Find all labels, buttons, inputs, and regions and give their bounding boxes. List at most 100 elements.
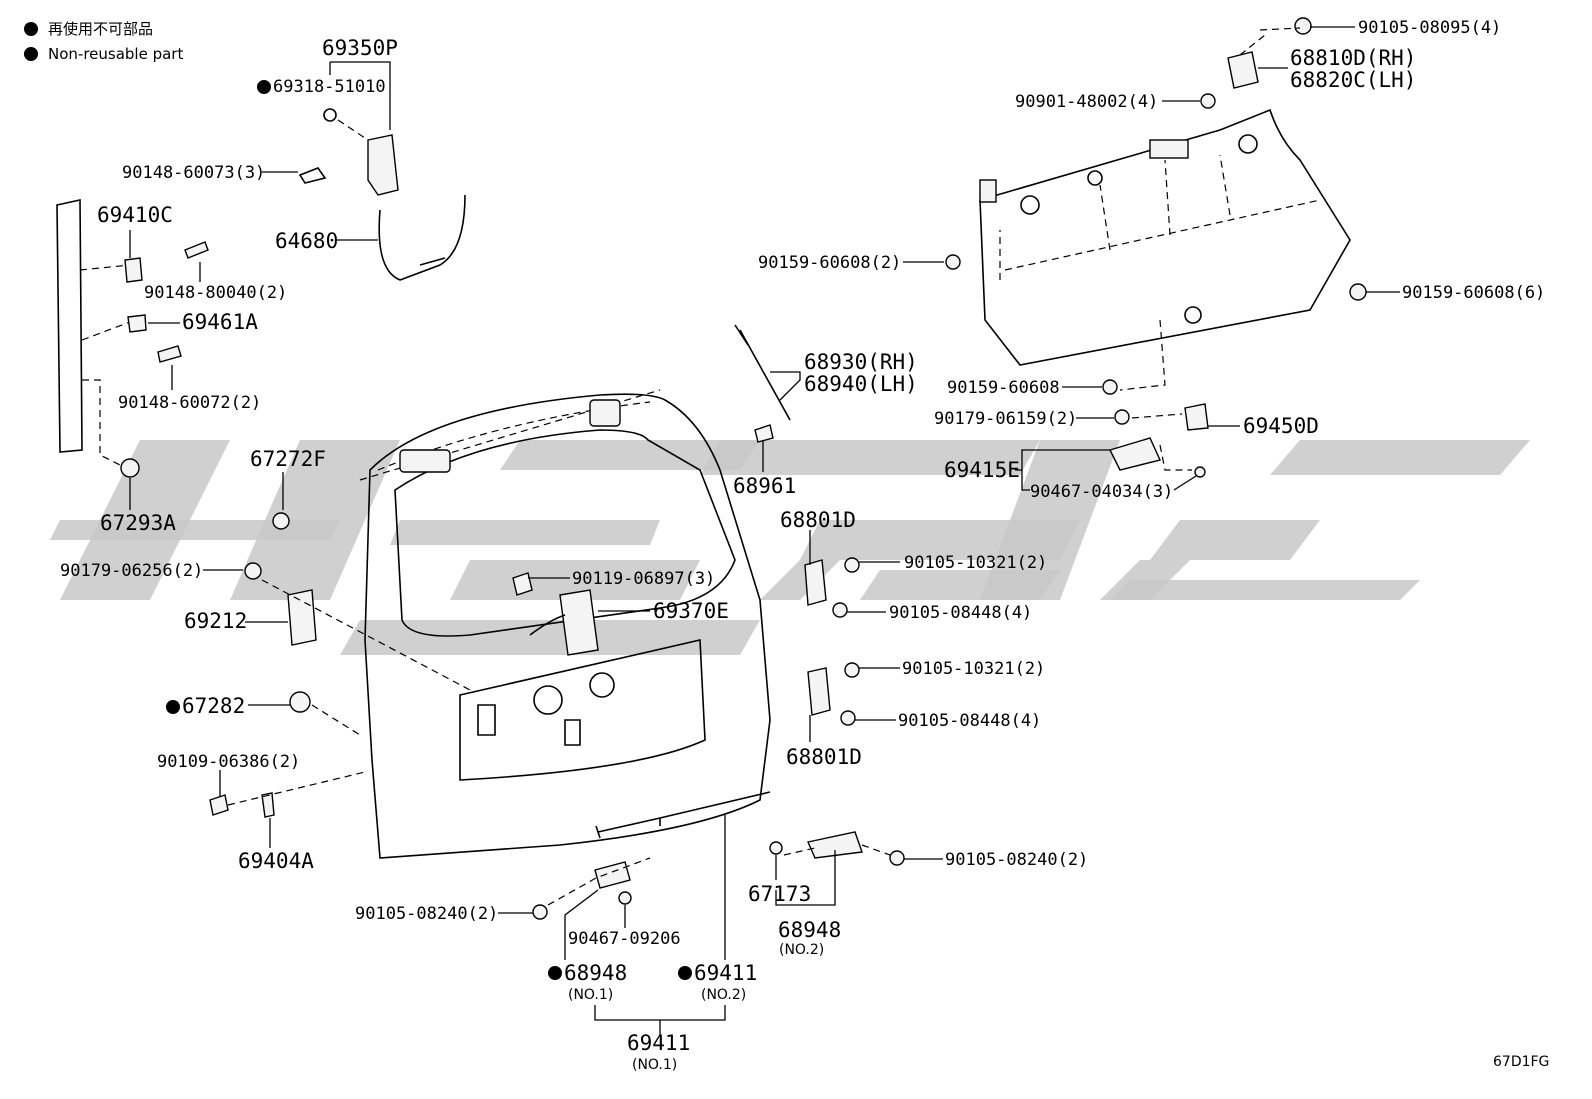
bracket-68948-no2-icon xyxy=(807,831,863,859)
label-68801D-upper: 68801D xyxy=(780,508,856,532)
cushion-67293A-icon xyxy=(120,458,140,478)
bolt-90105-08448-b-icon xyxy=(840,710,856,726)
label-68948-no1-sub: (NO.1) xyxy=(568,987,613,1003)
bolt-90109-06386-icon xyxy=(209,794,229,816)
label-69404A: 69404A xyxy=(238,849,314,873)
latch-69370E-icon xyxy=(559,589,599,656)
label-90105-08240-right: 90105-08240(2) xyxy=(945,850,1088,870)
lock-assembly-69350P xyxy=(298,108,466,281)
hinge-68801D-lower-icon xyxy=(807,667,831,716)
non-reusable-bullet-icon xyxy=(548,966,562,980)
label-67173: 67173 xyxy=(748,882,811,906)
hinge-68801D-upper-icon xyxy=(804,559,827,606)
label-90179-06256: 90179-06256(2) xyxy=(60,561,203,581)
stopper-67282-icon xyxy=(289,691,311,713)
bolt-90105-08095-icon xyxy=(1294,17,1312,35)
ball-joint-68961-icon xyxy=(754,424,774,443)
watermark-logo xyxy=(50,440,1530,655)
label-68940: 68940(LH) xyxy=(804,372,918,396)
label-90105-10321-b: 90105-10321(2) xyxy=(902,659,1045,679)
bracket-69404A-icon xyxy=(261,792,275,818)
label-90148-60072: 90148-60072(2) xyxy=(118,393,261,413)
label-69415E: 69415E xyxy=(944,458,1020,482)
bolt-90105-10321-b-icon xyxy=(844,662,860,678)
label-90105-08448-b: 90105-08448(4) xyxy=(898,711,1041,731)
label-68948-no2-sub: (NO.2) xyxy=(779,942,824,958)
label-90467-09206: 90467-09206 xyxy=(568,929,681,949)
stopper-67173-icon xyxy=(769,841,783,855)
nut-90159-60608-2-icon xyxy=(945,254,961,270)
nut-90901-48002-icon xyxy=(1200,93,1216,109)
label-69350P: 69350P xyxy=(322,36,398,60)
legend-japanese: 再使用不可部品 xyxy=(48,20,153,38)
label-69318-51010: 69318-51010 xyxy=(273,77,386,97)
label-90119-06897: 90119-06897(3) xyxy=(572,569,715,589)
damper-stay-69411-icon xyxy=(595,791,771,839)
label-68810D: 68810D(RH) xyxy=(1290,46,1416,70)
bolt-90148-80040-icon xyxy=(184,241,209,259)
leader-lines xyxy=(129,26,1400,1035)
non-reusable-bullet-icon xyxy=(24,22,38,36)
cushion-67272F-icon xyxy=(272,512,290,530)
label-69461A: 69461A xyxy=(182,310,258,334)
hinge-bracket-69410C-icon xyxy=(124,257,143,283)
bolt-90105-10321-a-icon xyxy=(844,557,860,573)
bolt-90148-60072-icon xyxy=(157,345,182,363)
bolt-90105-08240-l-icon xyxy=(532,904,548,920)
part-labels: 69350P 69318-51010 90148-60073(3) 64680 … xyxy=(60,18,1549,1073)
label-90105-10321-a: 90105-10321(2) xyxy=(904,553,1047,573)
diagram-code: 67D1FG xyxy=(1493,1054,1549,1070)
label-69212: 69212 xyxy=(184,609,247,633)
hinge-68810D-icon xyxy=(1227,51,1259,89)
clip-90467-04034-icon xyxy=(1194,466,1206,478)
cushion-90179-06159-icon xyxy=(1114,409,1130,425)
label-69411-no2: 69411 xyxy=(694,961,757,985)
label-67272F: 67272F xyxy=(250,447,326,471)
label-68948-no2: 68948 xyxy=(778,918,841,942)
back-door-glass xyxy=(979,108,1351,391)
label-69410C: 69410C xyxy=(97,203,173,227)
non-reusable-bullet-icon xyxy=(166,700,180,714)
label-90901-48002: 90901-48002(4) xyxy=(1015,92,1158,112)
bolt-90119-06897-icon xyxy=(512,572,533,596)
label-69370E: 69370E xyxy=(653,599,729,623)
label-69450D: 69450D xyxy=(1243,414,1319,438)
label-90159-60608-2: 90159-60608(2) xyxy=(758,253,901,273)
damper-stay-68930-icon xyxy=(734,324,791,421)
label-67282: 67282 xyxy=(182,694,245,718)
label-68820C: 68820C(LH) xyxy=(1290,68,1416,92)
cushion-90179-06256-icon xyxy=(244,562,262,580)
label-64680: 64680 xyxy=(275,229,338,253)
label-69411-no1: 69411 xyxy=(627,1031,690,1055)
bolt-90105-08240-r-icon xyxy=(889,850,905,866)
non-reusable-bullet-icon xyxy=(678,966,692,980)
label-90159-60608: 90159-60608 xyxy=(947,378,1060,398)
label-68961: 68961 xyxy=(733,474,796,498)
label-90148-60073: 90148-60073(3) xyxy=(122,163,265,183)
label-68948-no1: 68948 xyxy=(564,961,627,985)
legend: 再使用不可部品 Non-reusable part xyxy=(24,20,183,63)
nut-90159-60608-icon xyxy=(1102,379,1118,395)
label-90179-06159: 90179-06159(2) xyxy=(934,409,1077,429)
label-90105-08240-left: 90105-08240(2) xyxy=(355,904,498,924)
non-reusable-bullet-icon xyxy=(24,47,38,61)
side-trim-strip xyxy=(56,199,131,466)
label-68801D-lower: 68801D xyxy=(786,745,862,769)
nut-90159-60608-6-icon xyxy=(1349,283,1367,301)
switch-69212-icon xyxy=(287,589,317,646)
clip-69461A-icon xyxy=(127,314,147,333)
back-door-panel xyxy=(359,389,771,859)
bracket-68948-no1-icon xyxy=(594,861,631,889)
striker-69450D-icon xyxy=(1184,403,1209,431)
cover-69415E-icon xyxy=(1109,437,1161,471)
legend-english: Non-reusable part xyxy=(48,45,183,63)
label-69411-no1-sub: (NO.1) xyxy=(632,1057,677,1073)
label-90109-06386: 90109-06386(2) xyxy=(157,752,300,772)
label-90105-08448-a: 90105-08448(4) xyxy=(889,603,1032,623)
bolt-90467-09206-icon xyxy=(618,891,632,905)
label-90467-04034: 90467-04034(3) xyxy=(1030,482,1173,502)
label-68930: 68930(RH) xyxy=(804,350,918,374)
label-90148-80040: 90148-80040(2) xyxy=(144,283,287,303)
handle-recess xyxy=(399,449,451,473)
